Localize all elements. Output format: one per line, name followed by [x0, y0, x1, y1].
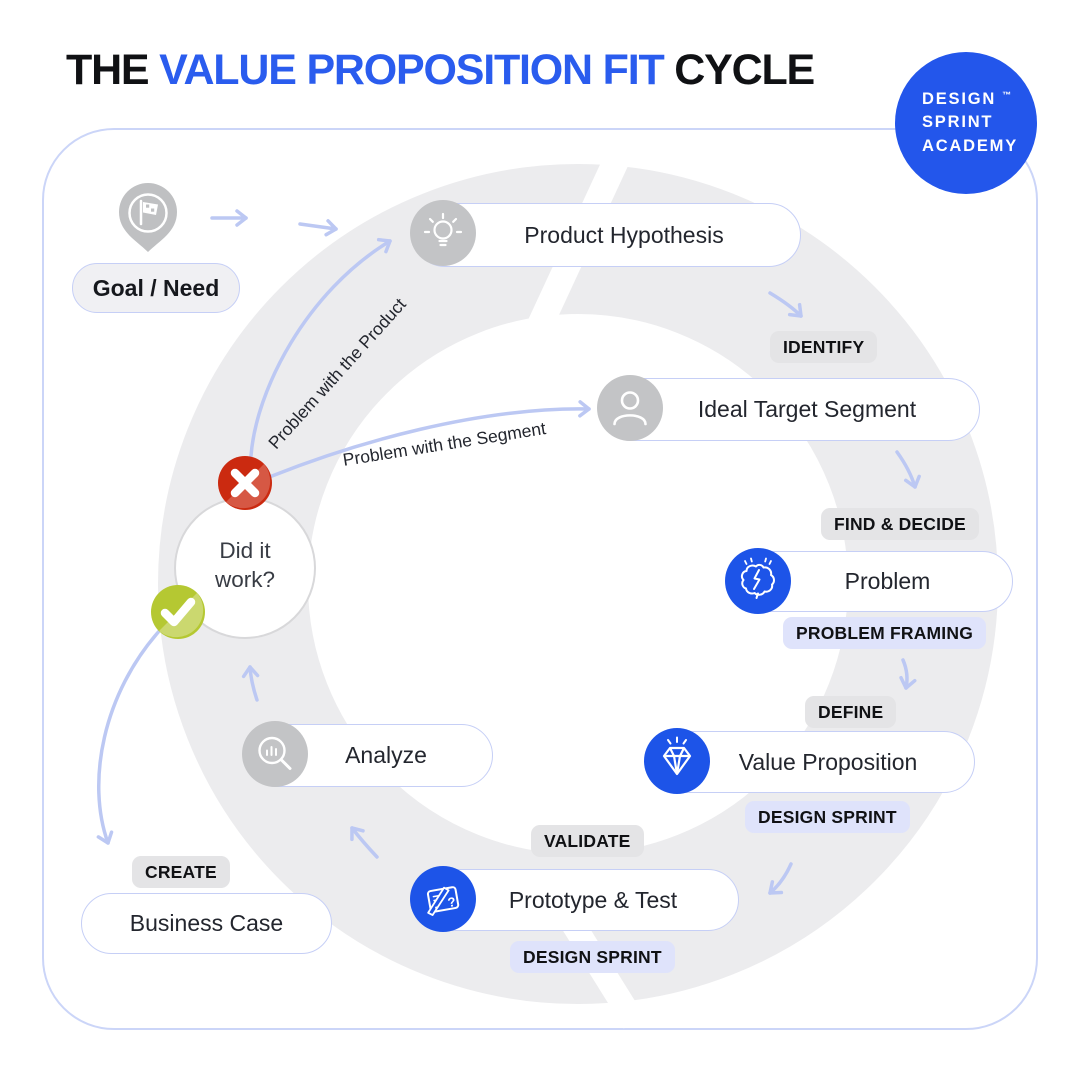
check-icon — [151, 585, 205, 639]
goal-need-label: Goal / Need — [92, 274, 220, 301]
magnifier-chart-icon — [242, 721, 308, 787]
node-label: Prototype & Test — [508, 886, 678, 913]
content-frame — [42, 128, 1038, 1030]
arrow-hypothesis-to-identify — [768, 291, 803, 318]
node-label: Ideal Target Segment — [697, 396, 917, 422]
node-prototype-test: ? Prototype & Test — [410, 866, 739, 932]
node-problem: Problem — [725, 548, 1013, 614]
title-highlight: VALUE PROPOSITION FIT — [159, 46, 665, 94]
lightbulb-icon — [410, 200, 476, 266]
stage-label-define: DEFINE — [805, 696, 897, 728]
node-analyze: Analyze — [242, 721, 493, 787]
node-label: Problem — [844, 568, 931, 594]
node-label: Product Hypothesis — [524, 221, 724, 248]
arrow-prototype-to-analyze — [350, 826, 379, 859]
stage-label-design-sprint-bottom: DESIGN SPRINT — [510, 941, 675, 973]
title-part-1: THE — [66, 46, 160, 94]
node-label: Analyze — [345, 742, 427, 768]
arrow-problem-with-product — [249, 237, 392, 458]
node-label: Business Case — [129, 910, 284, 936]
stage-label-identify: IDENTIFY — [770, 331, 878, 363]
arrow-segment-to-find-decide — [895, 450, 921, 489]
node-ideal-target-segment: Ideal Target Segment — [597, 375, 980, 441]
svg-text:?: ? — [446, 894, 456, 910]
node-business-case: Business Case — [81, 893, 332, 954]
arrow-sprint-to-prototype — [768, 862, 793, 895]
goal-need-pill: Goal / Need — [72, 263, 240, 313]
logo-line-2: SPRINT — [922, 113, 994, 132]
page-title: THE VALUE PROPOSITION FIT CYCLE — [66, 46, 815, 95]
diamond-icon — [644, 728, 710, 794]
arrow-yes-to-business-case — [96, 627, 163, 845]
node-product-hypothesis: Product Hypothesis — [410, 200, 801, 267]
arrow-analyze-to-center — [241, 665, 260, 702]
person-icon — [597, 375, 663, 441]
trademark-symbol: ™ — [1002, 89, 1013, 100]
stage-label-design-sprint-right: DESIGN SPRINT — [745, 801, 910, 833]
arrow-problem-with-segment — [270, 400, 591, 478]
stage-label-create: CREATE — [132, 856, 230, 888]
flag-pin-icon — [119, 183, 177, 252]
stage-label-problem-framing: PROBLEM FRAMING — [783, 617, 987, 649]
brain-icon — [725, 548, 791, 614]
arrow-goal-to-hypothesis-2 — [298, 219, 338, 237]
arrow-framing-to-define — [899, 658, 917, 690]
did-it-work-label: Did it work? — [214, 538, 276, 592]
node-value-proposition: Value Proposition — [644, 728, 975, 794]
x-icon — [218, 456, 272, 510]
stage-label-find-decide: FIND & DECIDE — [821, 508, 979, 540]
prototype-icon: ? — [410, 866, 476, 932]
logo-line-3: ACADEMY — [922, 136, 1019, 155]
stage-label-validate: VALIDATE — [531, 825, 644, 857]
title-part-2: CYCLE — [663, 46, 815, 94]
node-label: Value Proposition — [738, 748, 918, 775]
